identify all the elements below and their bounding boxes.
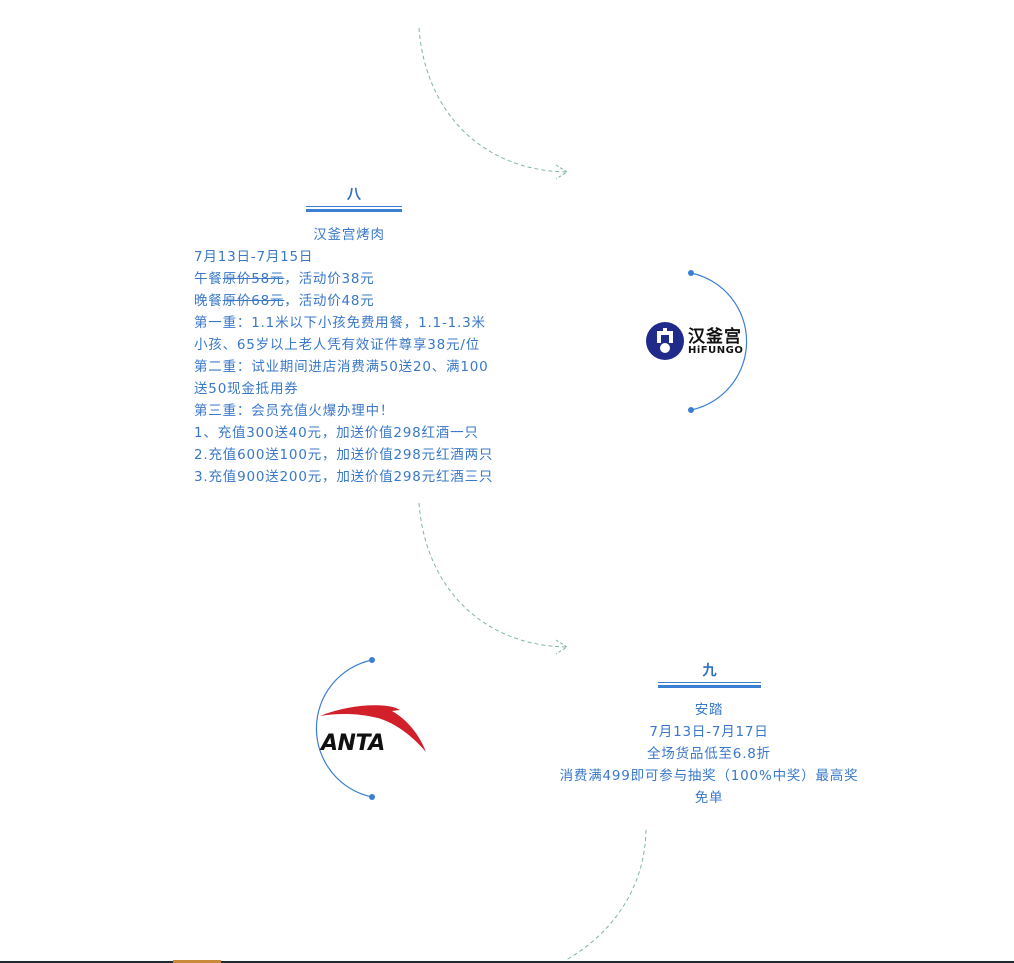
anta-logo: ANTA: [318, 702, 428, 762]
anta-swoosh-icon: [320, 705, 426, 752]
offer-line: 全场货品低至6.8折: [647, 746, 771, 762]
anta-text: ANTA: [321, 731, 385, 756]
lunch-price: 午餐原价58元，活动价38元: [194, 268, 524, 290]
bottom-accent: [173, 960, 221, 963]
hifungo-cn-text: 汉釜宫: [688, 327, 742, 347]
lunch-label: 午餐: [194, 271, 223, 287]
offer-line: 第一重：1.1米以下小孩免费用餐，1.1-1.3米: [194, 315, 486, 331]
hifungo-en-text: HiFUNGO: [688, 345, 744, 356]
section-8-number: 八: [347, 187, 361, 203]
offer-line: 消费满499即可参与抽奖（100%中奖）最高奖: [559, 768, 859, 784]
store-name: 安踏: [694, 702, 724, 718]
promo-dates: 7月13日-7月15日: [194, 249, 314, 265]
promo-dates: 7月13日-7月17日: [649, 724, 769, 740]
hifungo-logo: 汉釜宫 HiFUNGO: [645, 321, 745, 361]
dinner-price: 晚餐原价68元，活动价48元: [194, 290, 524, 312]
offer-line: 3.充值900送200元，加送价值298元红酒三只: [194, 469, 494, 485]
hifungo-emblem-icon: [646, 322, 684, 360]
section-9-number: 九: [702, 663, 717, 679]
offer-line: 第三重：会员充值火爆办理中！: [194, 403, 395, 419]
dinner-original-price: 原价68元: [222, 293, 285, 309]
offer-line: 小孩、65岁以上老人凭有效证件尊享38元/位: [194, 337, 481, 353]
dinner-label: 晚餐: [194, 293, 223, 309]
offer-line: 第二重：试业期间进店消费满50送20、满100: [194, 359, 489, 375]
section-9-details: 安踏 7月13日-7月17日 全场货品低至6.8折 消费满499即可参与抽奖（1…: [540, 699, 878, 809]
offer-line: 免单: [694, 790, 724, 806]
bottom-border: [0, 961, 1014, 963]
section-9-divider: [658, 682, 761, 688]
offer-line: 2.充值600送100元，加送价值298元红酒两只: [194, 447, 494, 463]
store-name: 汉釜宫烤肉: [313, 227, 385, 243]
offer-line: 送50现金抵用券: [194, 381, 299, 397]
lunch-original-price: 原价58元: [222, 271, 285, 287]
dinner-promo-price: ，活动价48元: [284, 293, 375, 309]
section-8-divider: [306, 206, 402, 212]
offer-line: 1、充值300送40元，加送价值298红酒一只: [194, 425, 479, 441]
section-8-details: 汉釜宫烤肉 7月13日-7月15日 午餐原价58元，活动价38元 晚餐原价68元…: [194, 224, 524, 488]
lunch-promo-price: ，活动价38元: [284, 271, 375, 287]
